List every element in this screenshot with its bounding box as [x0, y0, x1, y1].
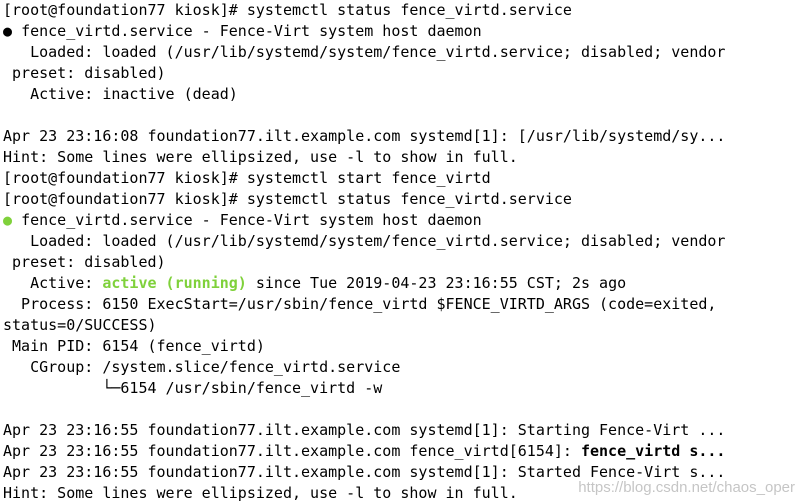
terminal-line-12: Loaded: loaded (/usr/lib/systemd/system/…: [3, 232, 726, 250]
terminal-line-18: CGroup: /system.slice/fence_virtd.servic…: [3, 358, 401, 376]
terminal-line-11: ● fence_virtd.service - Fence-Virt syste…: [0, 210, 803, 231]
watermark: https://blog.csdn.net/chaos_oper: [578, 479, 795, 496]
terminal-line-7: Apr 23 23:16:08 foundation77.ilt.example…: [3, 127, 726, 145]
active-since: since Tue 2019-04-23 23:16:55 CST; 2s ag…: [255, 274, 627, 292]
terminal-line-19: └─6154 /usr/sbin/fence_virtd -w: [3, 379, 383, 397]
terminal-line-2: ● fence_virtd.service - Fence-Virt syste…: [0, 21, 803, 42]
active-status: active (running): [102, 274, 247, 292]
terminal-line-16: status=0/SUCCESS): [3, 316, 157, 334]
terminal-line-3: Loaded: loaded (/usr/lib/systemd/system/…: [3, 43, 726, 61]
terminal-line-23: Apr 23 23:16:55 foundation77.ilt.example…: [3, 463, 726, 481]
terminal-line-8: Hint: Some lines were ellipsized, use -l…: [3, 148, 518, 166]
terminal-line-6: [0, 105, 803, 126]
terminal-line-5: Active: inactive (dead): [3, 85, 238, 103]
hint-text: Hint: Some lines were ellipsized, use -l…: [3, 484, 518, 502]
terminal-line-4: preset: disabled): [3, 64, 166, 82]
terminal-line-9: [root@foundation77 kiosk]# systemctl sta…: [3, 169, 491, 187]
terminal-line-1: [root@foundation77 kiosk]# systemctl sta…: [3, 1, 572, 19]
terminal-line-10: [root@foundation77 kiosk]# systemctl sta…: [3, 190, 572, 208]
service-active-dot-icon: ●: [3, 211, 13, 229]
fence-log-prefix: Apr 23 23:16:55 foundation77.ilt.example…: [3, 442, 581, 460]
service-status-dot-icon: ●: [3, 22, 13, 40]
terminal-line-24: Hint: Some lines were ellipsized, use -l…: [0, 483, 803, 503]
terminal-line-15: Process: 6150 ExecStart=/usr/sbin/fence_…: [3, 295, 717, 313]
terminal-line-21: Apr 23 23:16:55 foundation77.ilt.example…: [3, 421, 726, 439]
terminal-line-20: [0, 399, 803, 420]
terminal-line-14: Active: active (running) since Tue 2019-…: [0, 273, 803, 294]
terminal-line-17: Main PID: 6154 (fence_virtd): [3, 337, 265, 355]
fence-log-message: fence_virtd s...: [580, 442, 726, 460]
service-description: fence_virtd.service - Fence-Virt system …: [21, 22, 482, 40]
terminal-line-13: preset: disabled): [3, 253, 166, 271]
service-description-2: fence_virtd.service - Fence-Virt system …: [21, 211, 482, 229]
active-label: Active:: [3, 274, 103, 292]
terminal-line-22: Apr 23 23:16:55 foundation77.ilt.example…: [0, 441, 803, 462]
